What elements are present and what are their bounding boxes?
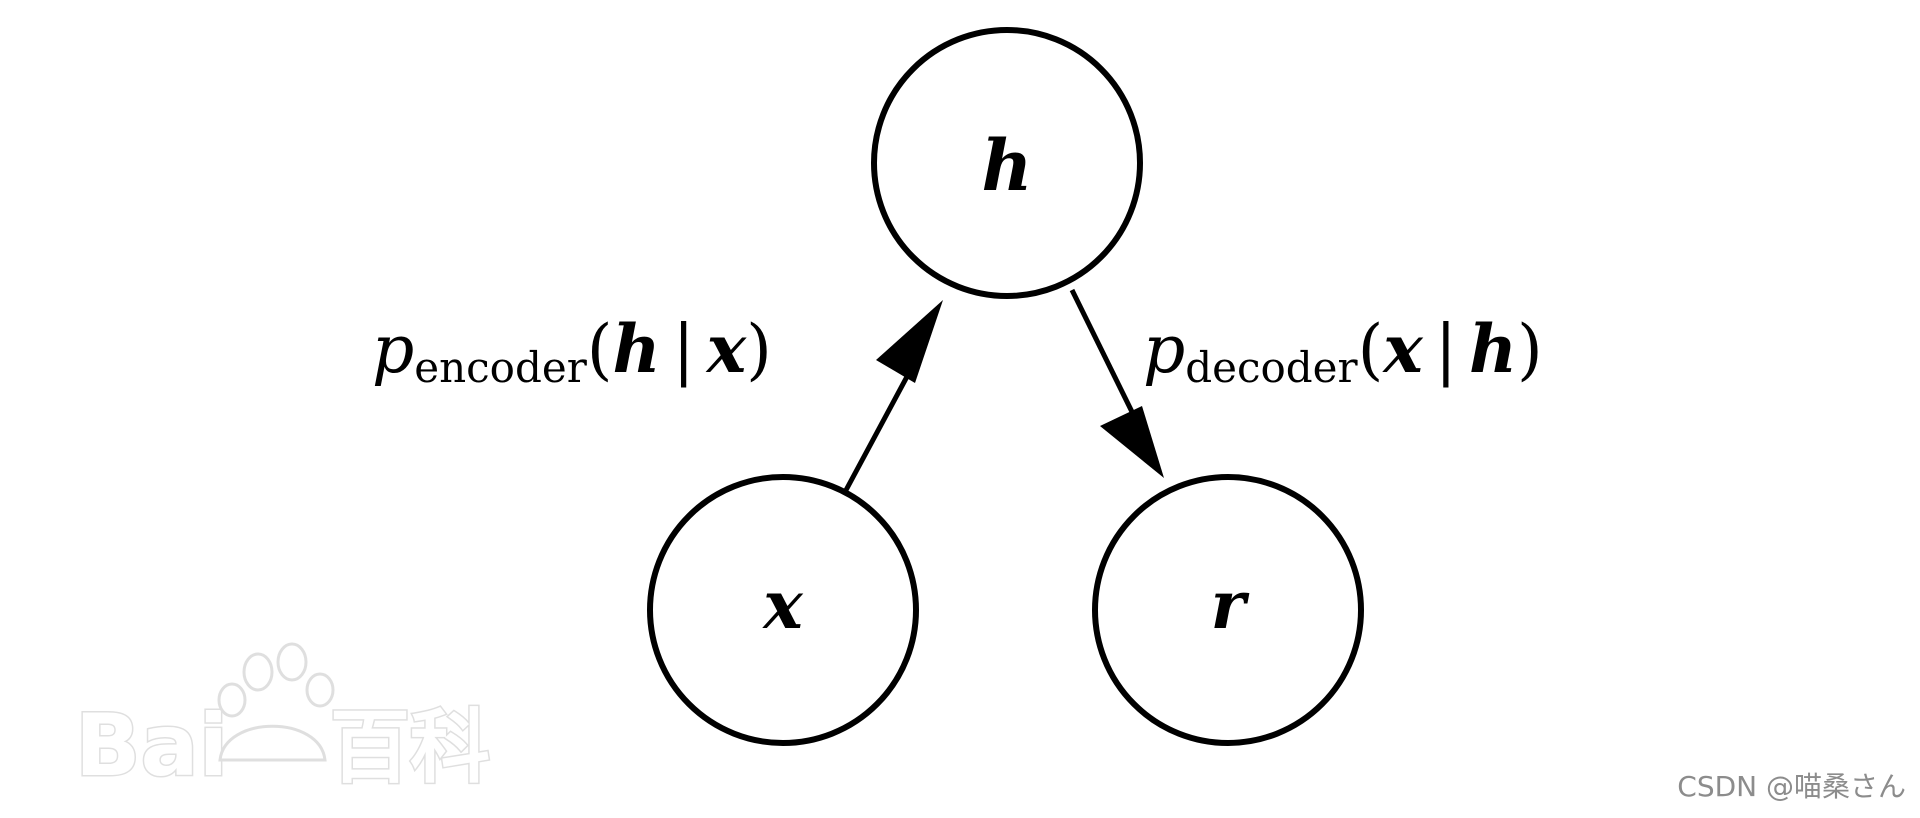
edge-decoder xyxy=(1069,288,1164,478)
node-h-label: h xyxy=(982,124,1033,207)
edge-encoder xyxy=(842,300,943,494)
node-r-label: r xyxy=(1211,566,1250,644)
decoder-bar: | xyxy=(1435,311,1457,388)
encoder-label: pencoder(h|x) xyxy=(372,310,772,392)
encoder-bar: | xyxy=(673,311,695,388)
decoder-var2: h xyxy=(1469,310,1517,388)
decoder-label: pdecoder(x|h) xyxy=(1143,310,1543,392)
decoder-close-paren: ) xyxy=(1517,311,1543,388)
node-x-label: x xyxy=(761,566,803,644)
encoder-subscript: encoder xyxy=(414,343,587,392)
paw-icon xyxy=(217,642,335,762)
decoder-subscript: decoder xyxy=(1185,343,1358,392)
encoder-var2: x xyxy=(705,310,747,388)
watermark-logo-text: Bai xyxy=(75,696,228,796)
decoder-p: p xyxy=(1143,311,1185,388)
decoder-var1: x xyxy=(1381,310,1423,388)
baidu-baike-watermark: Bai 百科 xyxy=(74,642,492,798)
encoder-close-paren: ) xyxy=(746,311,772,388)
node-h: h xyxy=(871,27,1143,299)
node-r: r xyxy=(1092,474,1364,746)
arrowhead-decoder xyxy=(1100,406,1164,478)
watermark-logo-suffix: 百科 xyxy=(330,701,490,794)
node-x: x xyxy=(647,474,919,746)
encoder-var1: h xyxy=(613,310,661,388)
encoder-open-paren: ( xyxy=(587,311,613,388)
arrowhead-encoder xyxy=(876,300,943,383)
encoder-p: p xyxy=(372,311,414,388)
decoder-open-paren: ( xyxy=(1358,311,1384,388)
csdn-credit: CSDN @喵桑さん xyxy=(1677,770,1906,803)
